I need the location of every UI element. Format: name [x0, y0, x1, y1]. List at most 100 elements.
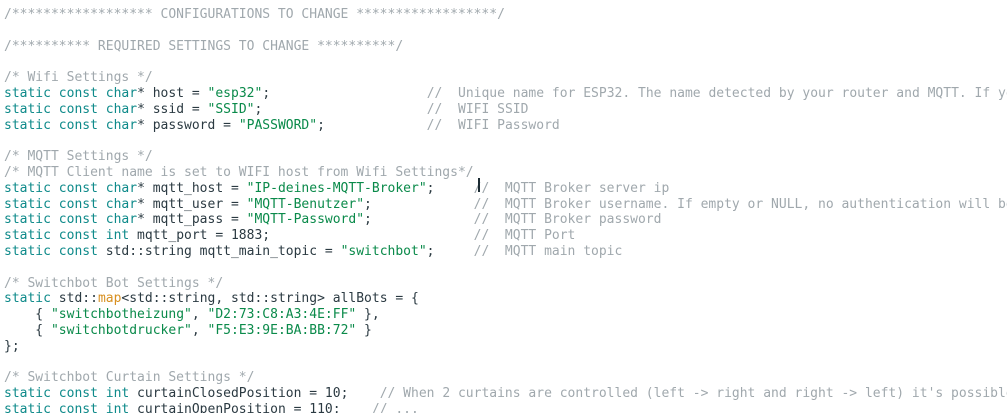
token-kw: static const int	[4, 386, 130, 402]
token-id: curtainClosedPosition =	[129, 386, 325, 402]
token-str: "SSID"	[207, 101, 255, 117]
token-id	[372, 212, 474, 227]
token-cmt: /****************** CONFIGURATIONS TO CH…	[4, 7, 505, 22]
token-cmt: /* Switchbot Curtain Settings */	[4, 370, 255, 386]
token-cmt: // WIFI SSID	[426, 101, 529, 117]
token-pun: ;	[332, 401, 341, 413]
token-pun: ;	[262, 228, 271, 244]
token-str: "esp32"	[207, 85, 263, 101]
code-line	[4, 133, 1007, 149]
token-id: * ssid =	[137, 101, 208, 117]
token-id	[262, 102, 426, 117]
token-kw: static const char	[4, 212, 138, 228]
token-id: <std::string, std::string> allBots = {	[121, 291, 419, 307]
token-id: {	[4, 307, 51, 323]
token-id: std::	[50, 291, 98, 307]
token-str: "switchbotheizung"	[50, 307, 192, 323]
code-line: static std::map<std::string, std::string…	[4, 291, 1007, 307]
token-kw: static const char	[4, 196, 138, 212]
token-kw: static const char	[4, 180, 138, 196]
token-id: std::string mqtt_main_topic =	[97, 243, 341, 259]
token-pun: ;	[254, 101, 263, 117]
token-num: 10	[324, 386, 341, 402]
code-line: /* MQTT Client name is set to WIFI host …	[4, 165, 1007, 181]
token-cmt: // MQTT main topic	[473, 243, 623, 259]
token-kw: static const char	[4, 117, 138, 133]
token-pun: };	[4, 338, 20, 354]
token-id: {	[4, 322, 51, 338]
token-pun: ;	[262, 85, 271, 101]
code-line: /* Switchbot Bot Settings */	[4, 276, 1007, 292]
token-pun: ,	[191, 322, 208, 338]
token-id: curtainOpenPosition =	[129, 401, 310, 413]
token-cmt: // MQTT Broker password	[473, 212, 662, 228]
token-kw: static const char	[4, 101, 138, 117]
token-str: "IP-deines-MQTT-Broker"	[246, 180, 427, 196]
token-kw: static const	[4, 243, 98, 259]
token-cmt: // MQTT Broker username. If empty or NUL…	[473, 196, 1007, 212]
token-cmt: /* MQTT Client name is set to WIFI host …	[4, 164, 474, 180]
code-line: static const char* mqtt_user = "MQTT-Ben…	[4, 197, 1007, 213]
token-id	[270, 228, 474, 243]
code-line	[4, 23, 1007, 39]
code-line: static const char* password = "PASSWORD"…	[4, 118, 1007, 134]
code-line: /* Switchbot Curtain Settings */	[4, 370, 1007, 386]
code-line: static const char* mqtt_pass = "MQTT-Pas…	[4, 212, 1007, 228]
token-kw: static const char	[4, 85, 138, 101]
token-cmt: /* Wifi Settings */	[4, 70, 153, 86]
token-pun: ;	[426, 243, 435, 259]
token-cmt: /* Switchbot Bot Settings */	[4, 275, 224, 291]
code-line: static const int curtainClosedPosition =…	[4, 386, 1007, 402]
token-id: mqtt_port =	[129, 228, 231, 244]
token-id	[372, 197, 474, 212]
token-kw: static	[4, 291, 51, 307]
code-line	[4, 355, 1007, 371]
code-content[interactable]: /****************** CONFIGURATIONS TO CH…	[4, 7, 1007, 413]
text-caret	[478, 178, 480, 192]
token-id	[341, 402, 372, 413]
token-cmt: /********** REQUIRED SETTINGS TO CHANGE …	[4, 38, 404, 54]
token-str: "switchbot"	[340, 243, 427, 259]
token-cmt: // MQTT Broker server ip	[473, 180, 670, 196]
code-line: /********** REQUIRED SETTINGS TO CHANGE …	[4, 39, 1007, 55]
code-line: /****************** CONFIGURATIONS TO CH…	[4, 7, 1007, 23]
code-line: };	[4, 339, 1007, 355]
token-pun: ,	[191, 307, 208, 323]
token-pun: }	[356, 322, 372, 338]
token-str: "D2:73:C8:A3:4E:FF"	[207, 307, 357, 323]
code-line: static const std::string mqtt_main_topic…	[4, 244, 1007, 260]
token-id	[434, 244, 473, 259]
token-typ: map	[97, 291, 122, 307]
token-id	[348, 386, 379, 401]
token-kw: static const int	[4, 228, 130, 244]
token-cmt: /* MQTT Settings */	[4, 149, 153, 165]
token-cmt: // When 2 curtains are controlled (left …	[379, 386, 1007, 402]
token-cmt: // MQTT Port	[473, 228, 576, 244]
token-str: "MQTT-Benutzer"	[246, 196, 365, 212]
token-num: 110	[309, 401, 333, 413]
token-id: * mqtt_pass =	[137, 212, 247, 228]
token-str: "F5:E3:9E:BA:BB:72"	[207, 322, 357, 338]
token-cmt: // WIFI Password	[426, 117, 560, 133]
code-line: static const char* host = "esp32"; // Un…	[4, 86, 1007, 102]
token-cmt: // ...	[371, 401, 419, 413]
code-line: static const char* ssid = "SSID"; // WIF…	[4, 102, 1007, 118]
token-pun: },	[356, 307, 380, 323]
code-line: static const int mqtt_port = 1883; // MQ…	[4, 228, 1007, 244]
token-id	[270, 86, 427, 101]
token-id: * mqtt_host =	[137, 180, 247, 196]
token-pun: ;	[426, 180, 435, 196]
code-line: /* Wifi Settings */	[4, 70, 1007, 86]
token-kw: static const int	[4, 401, 130, 413]
token-id: * host =	[137, 85, 208, 101]
token-pun: ;	[364, 196, 372, 212]
token-str: "MQTT-Password"	[246, 212, 365, 228]
token-str: "PASSWORD"	[238, 117, 318, 133]
code-line	[4, 260, 1007, 276]
token-cmt: // Unique name for ESP32. The name detec…	[426, 85, 1007, 101]
token-str: "switchbotdrucker"	[50, 322, 192, 338]
token-pun: ;	[317, 117, 325, 133]
token-id: * mqtt_user =	[137, 196, 247, 212]
code-line: static const char* mqtt_host = "IP-deine…	[4, 181, 1007, 197]
